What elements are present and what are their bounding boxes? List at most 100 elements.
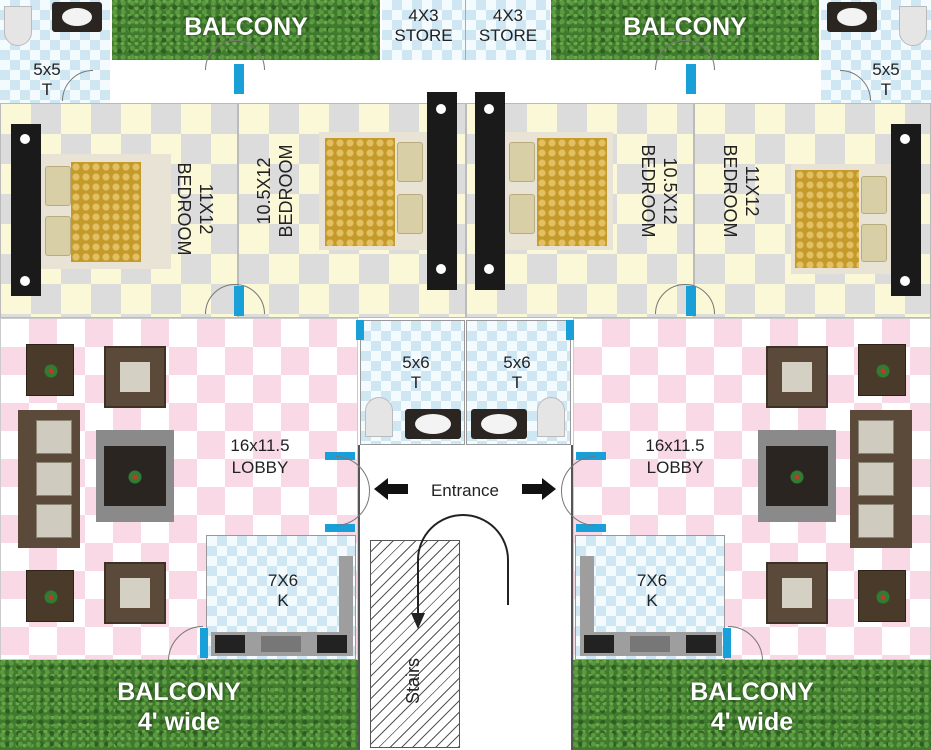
bedroom-2-text: 10.5X12 BEDROOM <box>254 131 304 251</box>
kitchen-shelf <box>580 556 594 634</box>
balcony-bottom-right-label: BALCONY <box>690 678 814 706</box>
kitchen-right-size: 7X6 <box>636 571 668 590</box>
armchair-icon <box>766 346 828 408</box>
bedroom-1-label: BEDROOM <box>174 162 194 256</box>
balcony-bottom-right-width: 4' wide <box>710 708 794 736</box>
toilet-corner-right-label: T <box>880 80 892 99</box>
bedroom-2-size: 10.5X12 <box>254 157 274 225</box>
door-frame <box>723 628 731 658</box>
door-frame <box>686 64 696 94</box>
bed-icon <box>319 132 427 250</box>
door-frame <box>200 628 208 658</box>
bed-headboard <box>475 92 505 290</box>
toilet-seat-icon <box>4 6 32 46</box>
lobby-right-label: LOBBY <box>646 458 704 477</box>
armchair-icon <box>104 562 166 624</box>
bedroom-4-label: BEDROOM <box>720 144 740 238</box>
sofa-icon <box>18 410 80 548</box>
toilet-mid-left-label: T <box>410 373 422 392</box>
coffee-table-icon <box>766 446 828 506</box>
arrow-right-icon <box>522 478 556 500</box>
bedroom-2-label: BEDROOM <box>276 144 296 238</box>
bedroom-1-text: 11X12 BEDROOM <box>166 149 216 269</box>
toilet-corner-left: 5x5 T <box>0 0 110 103</box>
toilet-seat-icon <box>537 397 565 437</box>
stove-icon <box>584 635 614 653</box>
door-frame <box>576 524 606 532</box>
toilet-mid-left-size: 5x6 <box>402 353 430 372</box>
plant-pot-icon <box>26 570 74 622</box>
bedroom-3-text: 10.5X12 BEDROOM <box>630 131 680 251</box>
sofa-icon <box>850 410 912 548</box>
sink-icon <box>630 636 670 652</box>
stove-icon <box>215 635 245 653</box>
bedroom-1-size: 11X12 <box>196 183 216 235</box>
bed-headboard <box>427 92 457 290</box>
balcony-bottom-left: BALCONY 4' wide <box>0 660 358 750</box>
kitchen-shelf <box>339 556 353 634</box>
store-right: 4X3 STORE <box>466 0 550 60</box>
bedroom-2: 10.5X12 BEDROOM <box>238 92 466 318</box>
kitchen-counter <box>580 632 722 656</box>
staircase <box>370 540 460 748</box>
kitchen-left-size: 7X6 <box>267 571 299 590</box>
stair-direction-arrow-icon <box>411 514 509 629</box>
toilet-corner-right-size: 5x5 <box>872 60 900 79</box>
toilet-mid-right: 5x6 T <box>466 320 571 445</box>
balcony-top-left-label: BALCONY <box>184 13 308 41</box>
armchair-icon <box>766 562 828 624</box>
lobby-right-size: 16x11.5 <box>645 436 705 455</box>
door-frame <box>566 320 574 340</box>
plant-pot-icon <box>858 344 906 396</box>
kitchen-right: 7X6 K <box>575 535 725 660</box>
wash-basin-icon <box>471 409 527 439</box>
bed-icon <box>41 154 171 269</box>
store-left: 4X3 STORE <box>382 0 466 60</box>
bedroom-4-text: 11X12 BEDROOM <box>712 131 762 251</box>
store-left-label: STORE <box>394 26 453 45</box>
rug-icon <box>758 430 836 522</box>
sink-icon <box>261 636 301 652</box>
door-frame <box>356 320 364 340</box>
toilet-seat-icon <box>899 6 927 46</box>
kitchen-counter <box>211 632 353 656</box>
arrow-left-icon <box>374 478 408 500</box>
toilet-corner-left-size: 5x5 <box>33 60 61 79</box>
store-right-label: STORE <box>478 26 538 45</box>
toilet-corner-left-label: T <box>41 80 53 99</box>
rug-icon <box>96 430 174 522</box>
balcony-bottom-left-width: 4' wide <box>137 708 221 736</box>
plant-pot-icon <box>858 570 906 622</box>
entrance-label: Entrance <box>430 481 500 500</box>
stove-icon <box>317 635 347 653</box>
balcony-top-right-label: BALCONY <box>623 13 747 41</box>
toilet-corner-right: 5x5 T <box>821 0 931 103</box>
armchair-icon <box>104 346 166 408</box>
toilet-seat-icon <box>365 397 393 437</box>
stove-icon <box>686 635 716 653</box>
toilet-mid-right-label: T <box>511 373 523 392</box>
bedroom-1: 11X12 BEDROOM <box>0 103 238 318</box>
bed-icon <box>505 132 613 250</box>
wash-basin-icon <box>52 2 102 32</box>
bedroom-4-size: 11X12 <box>742 165 762 217</box>
bedroom-3-size: 10.5X12 <box>660 157 680 225</box>
door-frame <box>325 524 355 532</box>
stairs-text: Stairs <box>403 641 429 721</box>
balcony-bottom-right: BALCONY 4' wide <box>573 660 931 750</box>
kitchen-right-label: K <box>646 591 658 610</box>
balcony-top-left: BALCONY <box>112 0 380 60</box>
wash-basin-icon <box>405 409 461 439</box>
door-swing-icon <box>655 40 715 70</box>
balcony-bottom-left-label: BALCONY <box>117 678 241 706</box>
toilet-mid-right-size: 5x6 <box>503 353 531 372</box>
bedroom-4: 11X12 BEDROOM <box>694 103 931 318</box>
stairs-label: Stairs <box>403 658 423 705</box>
kitchen-left: 7X6 K <box>206 535 356 660</box>
bed-headboard <box>891 124 921 296</box>
bed-headboard <box>11 124 41 296</box>
plant-pot-icon <box>26 344 74 396</box>
coffee-table-icon <box>104 446 166 506</box>
lobby-left-label: LOBBY <box>231 458 289 477</box>
door-frame <box>234 64 244 94</box>
